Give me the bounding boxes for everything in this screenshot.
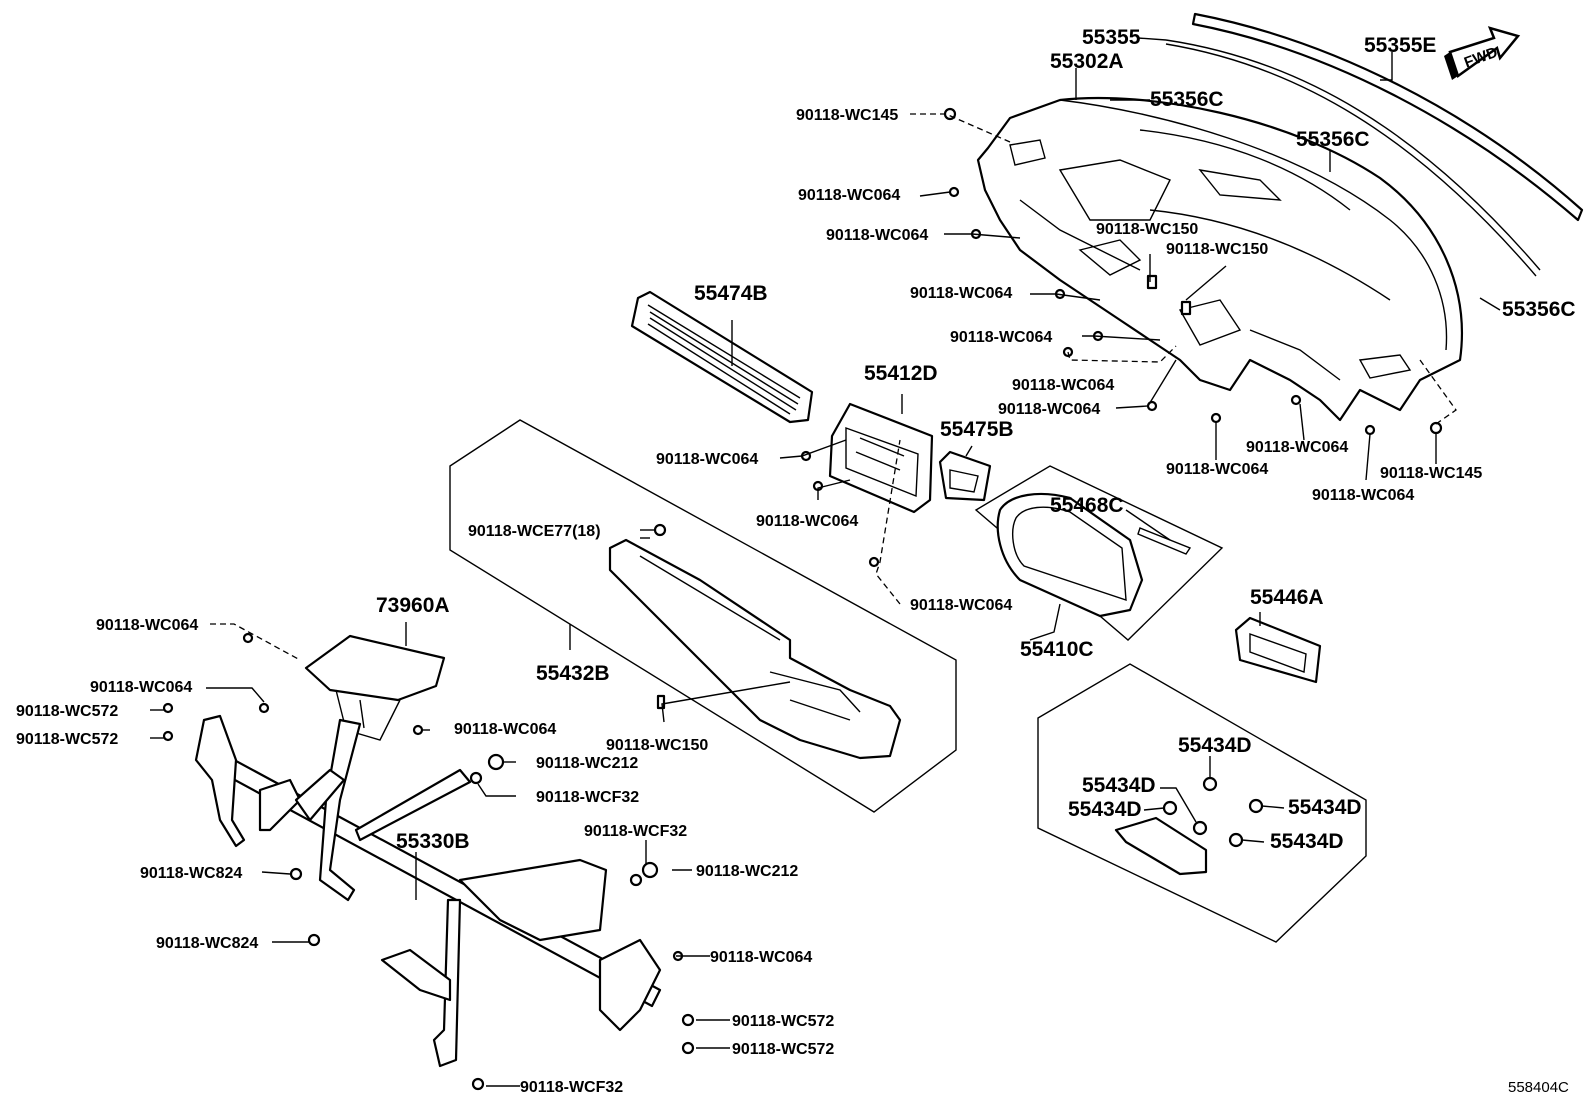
label-55302a: 55302A [1050,50,1124,73]
label-55356c-c: 55356C [1502,298,1576,321]
label-90118-wc064-c: 90118-WC064 [910,285,1012,302]
label-90118-wc572-a: 90118-WC572 [16,703,118,720]
label-90118-wcf32-a: 90118-WCF32 [536,789,639,806]
label-90118-wc064-j: 90118-WC064 [656,451,758,468]
reinforcement-55330b-drawing [194,714,662,1068]
label-55446a: 55446A [1250,586,1324,609]
label-55475b: 55475B [940,418,1014,441]
label-55468c: 55468C [1050,494,1124,517]
label-90118-wc145-a: 90118-WC145 [796,107,898,124]
label-90118-wc064-m: 90118-WC064 [96,617,198,634]
label-90118-wce77: 90118-WCE77(18) [468,523,601,540]
upper-dash-panel-drawing [976,12,1584,422]
label-55356c-b: 55356C [1296,128,1370,151]
switch-55446a-drawing [1234,616,1322,684]
label-90118-wc572-d: 90118-WC572 [732,1041,834,1058]
label-90118-wc064-h: 90118-WC064 [1166,461,1268,478]
label-90118-wc064-f: 90118-WC064 [998,401,1100,418]
label-90118-wc064-b: 90118-WC064 [826,227,928,244]
glove-box-73960a-drawing [304,634,446,741]
label-55434d-d: 55434D [1288,796,1362,819]
label-90118-wc824-a: 90118-WC824 [140,865,242,882]
lower-panel-group [449,419,957,813]
label-55432b: 55432B [536,662,610,685]
label-90118-wc064-g: 90118-WC064 [1246,439,1348,456]
label-73960a: 73960A [376,594,450,617]
label-55434d-c: 55434D [1068,798,1142,821]
label-90118-wc150-b: 90118-WC150 [1166,241,1268,258]
vent-55474b-drawing [630,290,814,424]
label-55330b: 55330B [396,830,470,853]
label-90118-wc212-a: 90118-WC212 [536,755,638,772]
label-90118-wc064-d: 90118-WC064 [950,329,1052,346]
label-55355e: 55355E [1364,34,1436,57]
label-55410c: 55410C [1020,638,1094,661]
fwd-arrow-icon: FWD [1444,26,1521,80]
label-90118-wc064-o: 90118-WC064 [454,721,556,738]
label-90118-wc064-a: 90118-WC064 [798,187,900,204]
label-55355: 55355 [1082,26,1141,49]
label-90118-wcf32-c: 90118-WCF32 [520,1079,623,1096]
label-55356c-a: 55356C [1150,88,1224,111]
label-90118-wc064-e: 90118-WC064 [1012,377,1114,394]
label-90118-wc150-a: 90118-WC150 [1096,221,1198,238]
label-55434d-a: 55434D [1178,734,1252,757]
bezel-55475b-drawing [938,450,992,502]
label-55434d-e: 55434D [1270,830,1344,853]
label-55412d: 55412D [864,362,938,385]
fastener-icons [162,107,1443,1091]
callout-labels: 55355 55355E 55302A 55356C 55356C 55356C… [16,26,1576,1096]
label-90118-wc212-b: 90118-WC212 [696,863,798,880]
label-90118-wc064-p: 90118-WC064 [710,949,812,966]
label-90118-wc572-b: 90118-WC572 [16,731,118,748]
bracket-55412d-drawing [828,402,934,514]
diagram-id: 558404C [1508,1079,1569,1096]
label-90118-wc145-b: 90118-WC145 [1380,465,1482,482]
label-90118-wcf32-b: 90118-WCF32 [584,823,687,840]
label-55474b: 55474B [694,282,768,305]
cluster-hood-group [974,465,1224,641]
label-90118-wc064-n: 90118-WC064 [90,679,192,696]
label-90118-wc572-c: 90118-WC572 [732,1013,834,1030]
label-90118-wc824-b: 90118-WC824 [156,935,258,952]
label-55434d-b: 55434D [1082,774,1156,797]
label-90118-wc064-l: 90118-WC064 [910,597,1012,614]
leader-lines [150,37,1501,1087]
label-90118-wc064-k: 90118-WC064 [756,513,858,530]
label-90118-wc064-i: 90118-WC064 [1312,487,1414,504]
label-90118-wc150-c: 90118-WC150 [606,737,708,754]
